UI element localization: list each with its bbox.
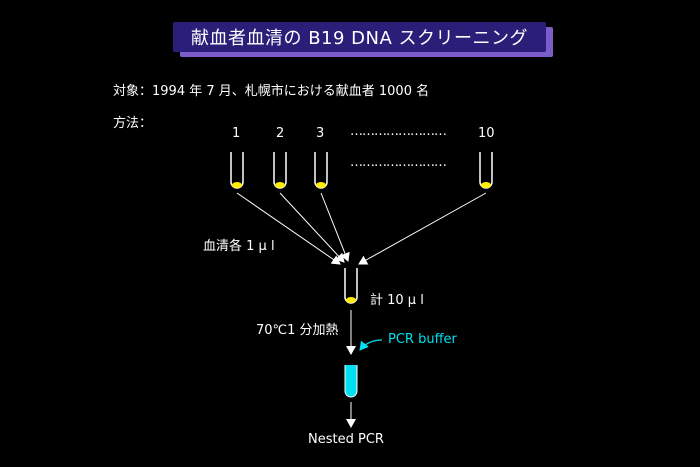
dots-top: …………………… [350,124,447,139]
subject-line: 対象：1994 年 7 月、札幌市における献血者 1000 名 [113,84,430,99]
arrow-from-tube-1 [236,192,341,265]
tube-number-1: 1 [232,126,241,141]
serum-sample [275,182,285,188]
pcr-buffer-label: PCR buffer [388,332,457,347]
pooled-serum [346,297,356,303]
nested-pcr-label: Nested PCR [308,432,384,447]
heat-step-label: 70℃1 分加熱 [256,323,339,338]
tube-number-2: 2 [276,126,285,141]
serum-sample [232,182,242,188]
buffer-tube [344,365,358,398]
tube-1 [230,152,244,189]
tube-3 [314,152,328,189]
tube-number-3: 3 [316,126,325,141]
tube-2 [273,152,287,189]
serum-each-label: 血清各 1 μ l [203,239,275,254]
tube-number-10: 10 [478,126,495,141]
dots-bottom: …………………… [350,155,447,170]
arrow-from-tube-2 [279,192,345,263]
serum-sample [316,182,326,188]
arrow-from-tube-3 [320,192,350,262]
tube-10 [479,152,493,189]
method-label: 方法： [113,116,153,131]
arrow-buffer [359,339,383,351]
total-volume-label: 計 10 μ l [370,293,424,308]
serum-sample [481,182,491,188]
pooled-tube [344,268,358,304]
slide-title: 献血者血清の B19 DNA スクリーニング [173,22,546,52]
arrow-from-tube-10 [358,192,487,265]
